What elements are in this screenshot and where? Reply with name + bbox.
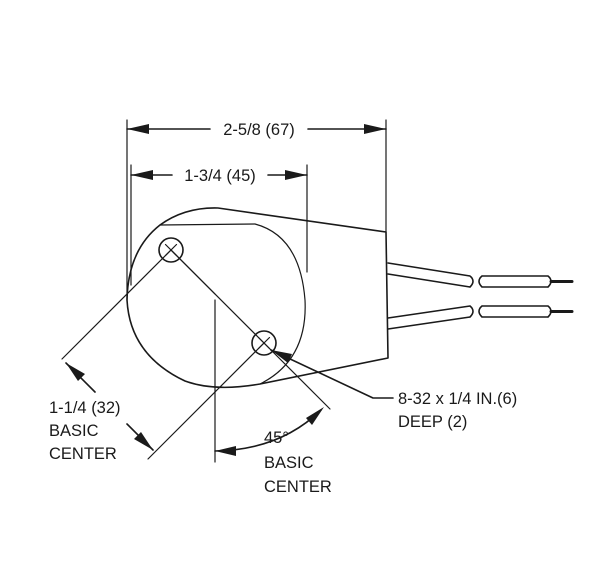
overall-width-dimension: 2-5/8 (67): [126, 121, 387, 139]
hole-spacing-dimension: 1-3/4 (45): [130, 167, 308, 185]
angle-label-1: 45°: [264, 429, 289, 447]
thread-label-1: 8-32 x 1/4 IN.(6): [398, 390, 517, 408]
diagonal-center-label-3: CENTER: [49, 445, 117, 463]
lead-wire-lower: [387, 305, 574, 330]
angle-label-3: CENTER: [264, 478, 332, 496]
overall-width-label: 2-5/8 (67): [223, 121, 295, 139]
thread-label-2: DEEP (2): [398, 413, 467, 431]
diagonal-center-label-2: BASIC: [49, 422, 99, 440]
device-body: [126, 207, 389, 389]
hole-spacing-label: 1-3/4 (45): [184, 167, 256, 185]
thread-callout: 8-32 x 1/4 IN.(6) DEEP (2): [270, 349, 517, 431]
lead-wire-upper: [387, 262, 574, 288]
diagonal-center-dimension: 1-1/4 (32) BASIC CENTER: [49, 362, 154, 463]
lead-wires: [387, 262, 574, 330]
extension-lines: [61, 119, 387, 463]
angle-label-2: BASIC: [264, 454, 314, 472]
angle-dimension: 45° BASIC CENTER: [214, 407, 332, 496]
diagonal-center-label-1: 1-1/4 (32): [49, 399, 121, 417]
